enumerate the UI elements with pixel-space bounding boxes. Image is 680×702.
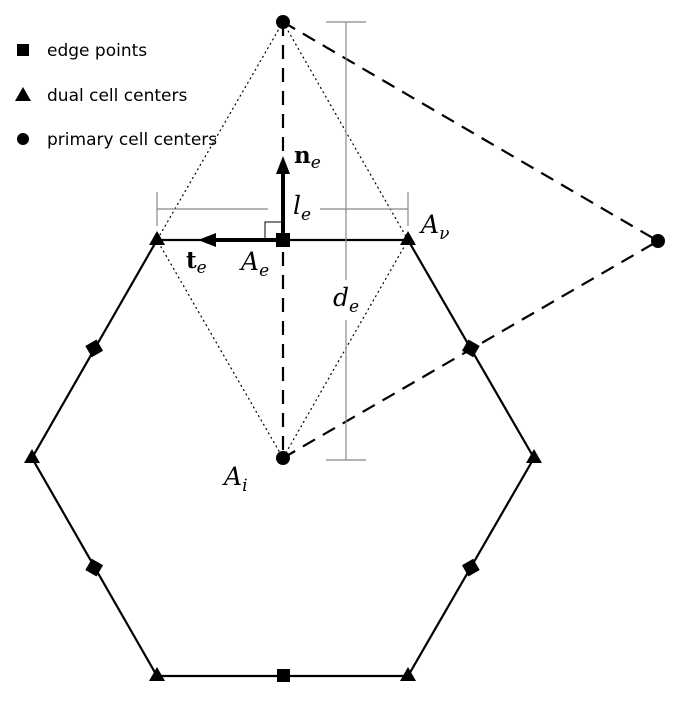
dual-cell-center-vertex xyxy=(24,449,40,463)
dimension-l xyxy=(156,192,409,226)
legend-edge-points: edge points xyxy=(47,41,147,61)
label-l-e: le xyxy=(293,191,311,225)
edge-points xyxy=(85,233,480,682)
legend-primary-cell-centers: primary cell centers xyxy=(47,130,217,150)
legend-circle-icon xyxy=(17,133,29,145)
dashed-line-top-right xyxy=(282,21,659,242)
tangent-vector-arrow xyxy=(198,233,283,247)
legend-dual-cell-centers: dual cell centers xyxy=(47,86,187,106)
edge-point xyxy=(85,558,104,577)
edge-point xyxy=(461,339,480,358)
legend-triangle-icon xyxy=(15,87,31,101)
legend-square-icon xyxy=(17,44,29,56)
dual-cell-center-vertex xyxy=(149,231,165,245)
primary-cell-center-right xyxy=(651,234,665,248)
normal-vector-arrow xyxy=(276,156,290,240)
edge-point xyxy=(277,669,290,682)
edge-point xyxy=(85,339,104,358)
label-A-nu: Aν xyxy=(419,210,449,244)
label-d-e: de xyxy=(333,283,359,317)
right-angle-marker xyxy=(264,221,283,240)
edge-point xyxy=(461,558,480,577)
primary-cell-center-top xyxy=(276,15,290,29)
primary-cell-center-Ai xyxy=(276,451,290,465)
label-A-i: Ai xyxy=(222,462,248,496)
legend: edge points dual cell centers primary ce… xyxy=(15,41,217,150)
dual-cell-center-vertex xyxy=(400,231,416,245)
dimension-d xyxy=(326,21,366,461)
label-A-e: Ae xyxy=(239,247,269,281)
dual-cell-center-vertex xyxy=(400,667,416,681)
dual-cell-center-vertex xyxy=(149,667,165,681)
dual-cell-center-vertex xyxy=(526,449,542,463)
edge-point-Ae xyxy=(276,233,290,247)
dual-cell-centers xyxy=(24,231,542,681)
label-n-e: ne xyxy=(294,142,321,173)
label-t-e: te xyxy=(186,247,207,278)
